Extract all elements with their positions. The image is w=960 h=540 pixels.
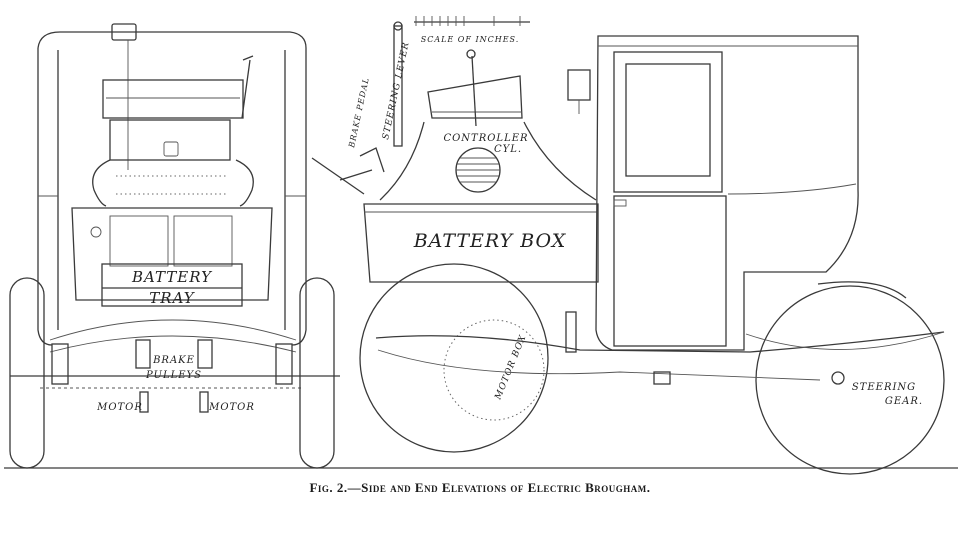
right-hub <box>275 343 293 385</box>
rear-wheel <box>755 285 945 475</box>
motor-left-label: MOTOR <box>96 402 143 413</box>
brake-pedal-label: BRAKE PEDAL <box>347 76 371 149</box>
door-window <box>625 63 711 177</box>
scale-label: SCALE OF INCHES. <box>421 35 520 44</box>
motor-box-label: MOTOR BOX <box>493 333 529 402</box>
battery-tray <box>101 263 243 307</box>
side-lever <box>241 59 251 119</box>
handle-lever <box>242 55 254 61</box>
seat-box <box>109 119 231 161</box>
battery-tray-label-2: TRAY <box>149 289 196 307</box>
brake-pulley-left <box>135 339 151 369</box>
controller-knob <box>466 49 476 59</box>
right-fender <box>235 159 254 207</box>
rear-fender <box>817 281 907 299</box>
panel-right <box>173 215 233 267</box>
roof-outline <box>37 31 307 49</box>
left-hub <box>51 343 69 385</box>
steering-gear-shape <box>831 371 845 385</box>
controller-handle <box>471 55 477 127</box>
brake-pulleys-label-1: BRAKE <box>152 355 195 366</box>
door-handle <box>90 226 102 238</box>
lower-body <box>71 207 273 301</box>
panel-left <box>109 215 169 267</box>
shackle <box>565 311 577 353</box>
right-wheel <box>299 277 335 469</box>
motor-right-shape <box>199 391 209 413</box>
motor-right-label: MOTOR <box>208 402 255 413</box>
right-body-side <box>291 48 307 346</box>
steering-gear-label-1: STEERING <box>852 382 916 393</box>
door-window-frame <box>613 51 723 193</box>
figure-caption: Fig. 2.—Side and End Elevations of Elect… <box>309 480 651 495</box>
controller-hatching <box>456 157 500 183</box>
end-elevation: BATTERY TRAY BRAKE PULLEYS MOTOR MOTOR <box>9 23 340 469</box>
seat-back <box>102 79 244 119</box>
door-panel <box>613 195 727 347</box>
controller-label-1: CONTROLLER <box>443 133 528 144</box>
monogram-plate <box>163 141 179 157</box>
left-body-side <box>37 48 53 346</box>
driver-seat <box>427 75 523 119</box>
brake-pedal <box>311 147 385 195</box>
door-handle-side <box>613 199 627 207</box>
rear-spring <box>745 331 945 350</box>
front-wheel <box>359 263 549 453</box>
brake-pulleys-label-2: PULLEYS <box>145 370 202 381</box>
roof-lamp <box>111 23 137 41</box>
steering-gear-label-2: GEAR. <box>885 396 923 407</box>
step <box>653 371 671 385</box>
lower-rod <box>377 349 821 381</box>
left-wheel <box>9 277 45 469</box>
steering-lever-label: STEERING LEVER <box>381 41 412 141</box>
left-fender <box>92 159 111 207</box>
controller-label-2: CYL. <box>494 144 522 155</box>
spring-upper <box>49 319 297 341</box>
dash-curves <box>379 121 597 201</box>
brake-pulley-right <box>197 339 213 369</box>
motor-left-shape <box>139 391 149 413</box>
battery-box <box>363 203 599 283</box>
scale-ticks <box>415 16 521 26</box>
spring-lower <box>49 335 297 353</box>
battery-tray-label-1: BATTERY <box>131 268 213 286</box>
steering-lever <box>393 25 403 147</box>
chassis-frame <box>375 331 945 353</box>
battery-box-label: BATTERY BOX <box>413 230 567 252</box>
side-elevation: SCALE OF INCHES. STEERING LEVER BRAKE PE… <box>311 16 945 475</box>
waist-curve <box>727 183 857 195</box>
steering-lever-knob <box>393 21 403 31</box>
side-lamp <box>567 69 591 101</box>
motor-box-outline <box>443 319 545 421</box>
cabin-body <box>595 35 859 351</box>
